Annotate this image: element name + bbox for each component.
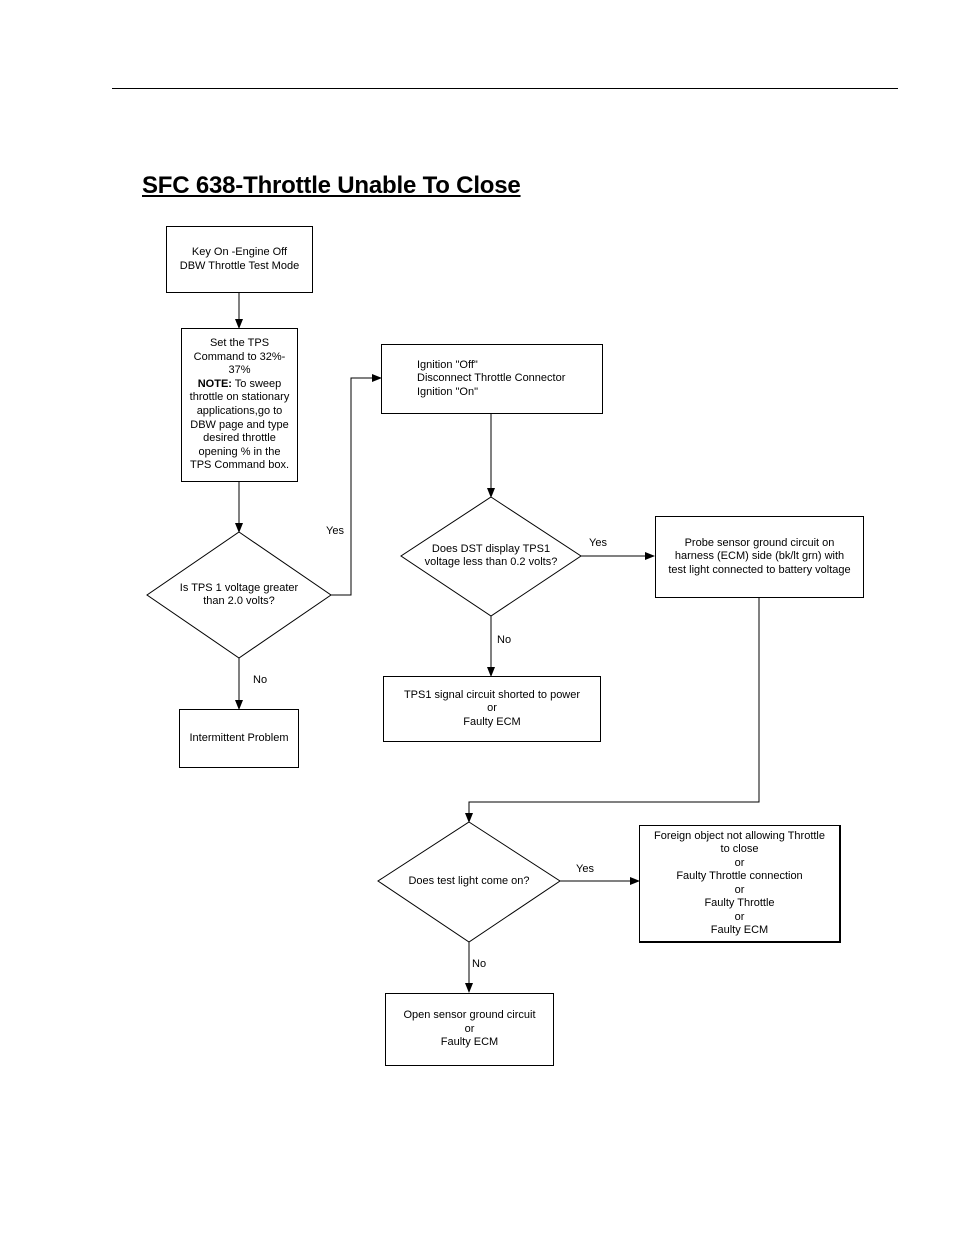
text-line: TPS1 signal circuit shorted to power [403,688,581,701]
text-line: Command to 32%- [193,350,286,363]
box-intermittent-problem: Intermittent Problem [179,709,299,768]
text-line: or [734,856,745,869]
text-line: test light connected to battery voltage [668,563,851,576]
box-open-sensor-ground: Open sensor ground circuit or Faulty ECM [385,993,554,1066]
box-foreign-object: Foreign object not allowing Throttle to … [639,825,841,943]
decision-text-test-light: Does test light come on? [378,871,560,893]
note-text: To sweep [231,377,282,390]
text-line: DBW Throttle Test Mode [179,259,300,272]
box-probe-sensor-ground: Probe sensor ground circuit on harness (… [655,516,864,598]
label-no-q3: No [472,958,487,970]
text-line: or [734,883,745,896]
label-no-q1: No [253,674,268,686]
label-yes-q2: Yes [589,537,607,549]
text-line: TPS Command box. [189,459,290,472]
decision-text-dst-display: Does DST display TPS1 voltage less than … [396,536,586,576]
page-title: SFC 638-Throttle Unable To Close [142,172,521,199]
text-line: Open sensor ground circuit [403,1009,536,1022]
text-line: Faulty ECM [463,715,521,728]
text-line: Foreign object not allowing Throttle [653,829,825,842]
text-line: Does test light come on? [408,875,530,888]
arrow-q1-yes-to-ignition [331,374,382,596]
text-line: Key On -Engine Off [191,246,288,258]
text-line: desired throttle [203,432,276,445]
text-line: harness (ECM) side (bk/lt grn) with [674,550,845,563]
text-line: Ignition "Off" [417,358,478,371]
note-line: NOTE: To sweep [198,378,282,392]
box-start: Key On -Engine Off DBW Throttle Test Mod… [166,226,313,293]
text-line: Faulty ECM [710,924,769,936]
text-line: Faulty Throttle connection [676,870,803,882]
box-ignition-disconnect: Ignition "Off" Disconnect Throttle Conne… [381,344,603,414]
text-line: Intermittent Problem [189,731,289,744]
decision-text-tps1-voltage: Is TPS 1 voltage greater than 2.0 volts? [147,575,331,615]
arrow-probe-to-q3 [465,597,760,823]
text-line: applications,go to [196,405,283,417]
text-line: Disconnect Throttle Connector [417,372,566,385]
text-line: throttle on stationary [189,391,290,404]
label-no-q2: No [497,634,512,646]
box-set-tps-command: Set the TPS Command to 32%- 37% NOTE: To… [181,328,298,482]
decision-diamond-test-light [377,821,561,943]
text-line: Set the TPS [209,337,270,350]
text-line: voltage less than 0.2 volts? [424,556,558,568]
text-line: DBW page and type [190,418,289,431]
text-line: to close [720,843,759,855]
text-line: or [734,910,745,923]
decision-diamond-tps1-voltage [146,531,332,659]
text-line: or [487,702,497,715]
note-label: NOTE: [197,377,232,390]
label-yes-q1: Yes [326,525,344,537]
text-line: Probe sensor ground circuit on [684,536,835,549]
decision-diamond-dst-display [400,496,582,617]
text-line: or [464,1022,475,1035]
header-rule [112,88,898,89]
text-line: 37% [228,364,251,377]
text-line: opening % in the [198,445,281,458]
text-line: Is TPS 1 voltage greater [179,581,299,594]
text-line: Ignition "On" [417,385,479,398]
text-line: Faulty ECM [440,1036,499,1049]
text-line: Does DST display TPS1 [431,542,551,555]
text-line: than 2.0 volts? [203,595,275,607]
box-tps1-shorted: TPS1 signal circuit shorted to power or … [383,676,601,742]
label-yes-q3: Yes [576,863,594,875]
text-line: Faulty Throttle [704,897,775,909]
